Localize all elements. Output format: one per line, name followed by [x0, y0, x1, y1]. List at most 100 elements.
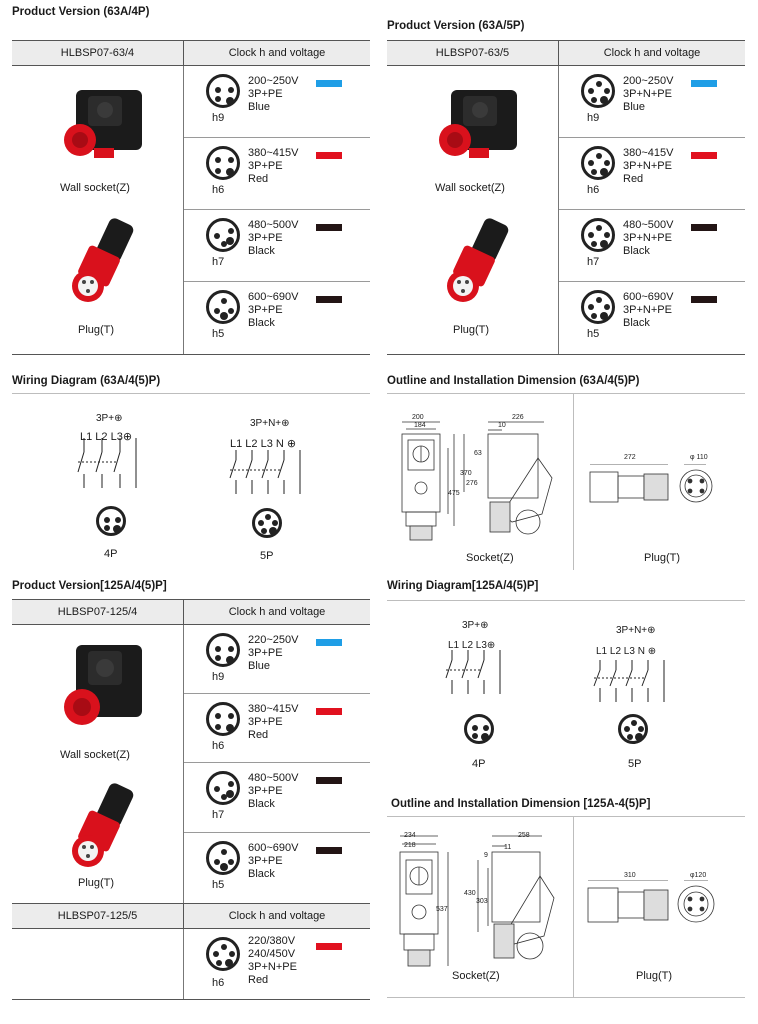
dim-f: 370	[460, 470, 472, 477]
plug-image	[72, 218, 134, 302]
wiring-5p-diagram	[593, 660, 665, 702]
clock-code: h7	[212, 256, 225, 268]
wall-socket-image	[439, 90, 517, 158]
socket-pin-icon	[206, 841, 240, 875]
divider	[573, 394, 574, 570]
divider	[387, 393, 745, 394]
wiring-5p-diagram	[229, 450, 301, 494]
dim-a: 200	[412, 414, 424, 421]
divider	[12, 393, 370, 394]
model-header: HLBSP07-125/5	[12, 904, 184, 928]
color-swatch-blue	[691, 80, 717, 87]
color-swatch-red	[316, 943, 342, 950]
dim-e: 9	[484, 852, 488, 859]
socket-pin-icon	[206, 218, 240, 252]
dim-d: 10	[498, 422, 506, 429]
color-swatch-black	[316, 777, 342, 784]
clock-code: h9	[212, 671, 225, 683]
wiring-4p-diagram	[77, 438, 137, 488]
section-title-125: Product Version[125A/4(5)P]	[12, 580, 167, 592]
plug-label: Plug(T)	[78, 877, 115, 889]
color-swatch-black	[691, 224, 717, 231]
dim-a: 234	[404, 832, 416, 839]
section-title-wiring-125: Wiring Diagram[125A/4(5)P]	[387, 580, 539, 592]
socket-pin-icon	[581, 146, 615, 180]
wall-socket-image	[64, 90, 142, 158]
socket-pin-icon	[206, 937, 240, 971]
socket-outline-drawing	[399, 835, 555, 967]
dim-c: 226	[512, 414, 524, 421]
socket-5p-icon	[618, 714, 648, 744]
clock-header: Clock h and voltage	[228, 47, 326, 59]
wall-socket-label: Wall socket(Z)	[435, 182, 505, 194]
wiring-4p-lines: L1 L2 L3⊕	[80, 431, 133, 443]
color-swatch-red	[691, 152, 717, 159]
product-images: Wall socket(Z) Plug(T)	[387, 66, 559, 354]
product-images-empty	[12, 929, 184, 999]
color-swatch-black	[316, 847, 342, 854]
clock-code: h6	[587, 184, 600, 196]
socket-pin-icon	[206, 74, 240, 108]
clock-code: h9	[587, 112, 600, 124]
clock-code: h7	[212, 809, 225, 821]
wiring-4p-label: 4P	[104, 548, 118, 560]
model-header: HLBSP07-125/4	[12, 600, 184, 624]
product-images: Wall socket(Z) Plug(T)	[12, 625, 184, 903]
wall-socket-label: Wall socket(Z)	[60, 749, 130, 761]
plug-image	[447, 218, 509, 302]
dim-c: 258	[518, 832, 530, 839]
plug-label: Plug(T)	[453, 324, 490, 336]
clock-code: h9	[212, 112, 225, 124]
clock-code: h5	[587, 328, 600, 340]
dim-h: 537	[436, 906, 448, 913]
dim-plug-length: 272	[624, 454, 636, 461]
section-title-63-4p: Product Version (63A/4P)	[12, 6, 150, 18]
dim-plug-diameter: φ120	[690, 872, 707, 879]
socket-pin-icon	[206, 633, 240, 667]
color-swatch-blue	[316, 639, 342, 646]
wiring-5p-label: 5P	[628, 758, 642, 770]
clock-code: h5	[212, 328, 225, 340]
color-swatch-black	[316, 224, 342, 231]
dim-d: 11	[504, 844, 512, 851]
plug-outline-drawing	[587, 880, 715, 923]
dim-h: 475	[448, 490, 460, 497]
table-63-4p: HLBSP07-63/4 Clock h and voltage Wall so…	[12, 40, 370, 355]
wiring-5p-lines: L1 L2 L3 N ⊕	[596, 646, 657, 657]
socket-pin-icon	[581, 290, 615, 324]
socket-pin-icon	[206, 290, 240, 324]
color-swatch-black	[316, 296, 342, 303]
wall-socket-image	[64, 645, 142, 725]
dim-b: 218	[404, 842, 416, 849]
wall-socket-label: Wall socket(Z)	[60, 182, 130, 194]
socket-pin-icon	[206, 771, 240, 805]
dim-plug-length: 310	[624, 872, 636, 879]
wiring-5p-top: 3P+N+⊕	[616, 625, 656, 636]
clock-header: Clock h and voltage	[228, 910, 326, 922]
dim-plug-diameter: φ 110	[690, 454, 708, 461]
plug-label: Plug(T)	[78, 324, 115, 336]
socket-pin-icon	[206, 146, 240, 180]
wiring-4p-label: 4P	[472, 758, 486, 770]
dim-g: 276	[466, 480, 478, 487]
